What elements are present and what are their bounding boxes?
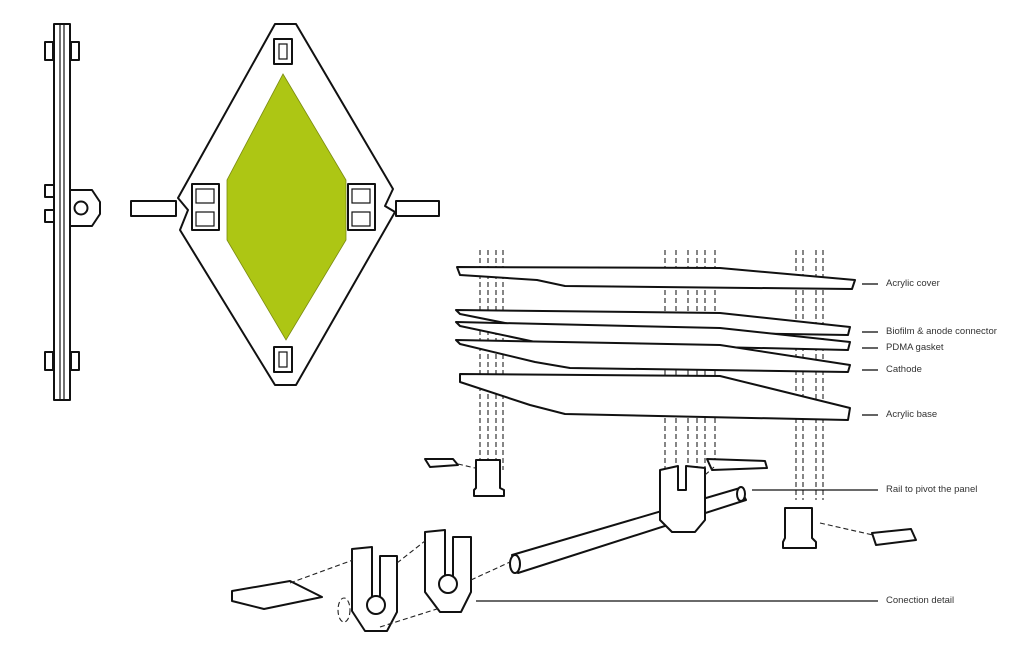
front-view — [130, 23, 440, 386]
leader-lines — [476, 283, 878, 602]
label-acrylic-cover: Acrylic cover — [886, 278, 940, 289]
label-pdma-gasket: PDMA gasket — [886, 342, 944, 353]
exploded-plates — [455, 250, 856, 500]
label-cathode: Cathode — [886, 364, 922, 375]
label-connection-detail: Conection detail — [886, 595, 955, 606]
rail-assembly — [231, 458, 917, 632]
label-biofilm-anode-connector: Biofilm & anode connector — [886, 326, 997, 337]
active-area-green — [226, 73, 347, 341]
label-acrylic-base: Acrylic base — [886, 409, 938, 420]
side-view — [44, 23, 101, 401]
label-rail-pivot: Rail to pivot the panel — [886, 484, 978, 495]
